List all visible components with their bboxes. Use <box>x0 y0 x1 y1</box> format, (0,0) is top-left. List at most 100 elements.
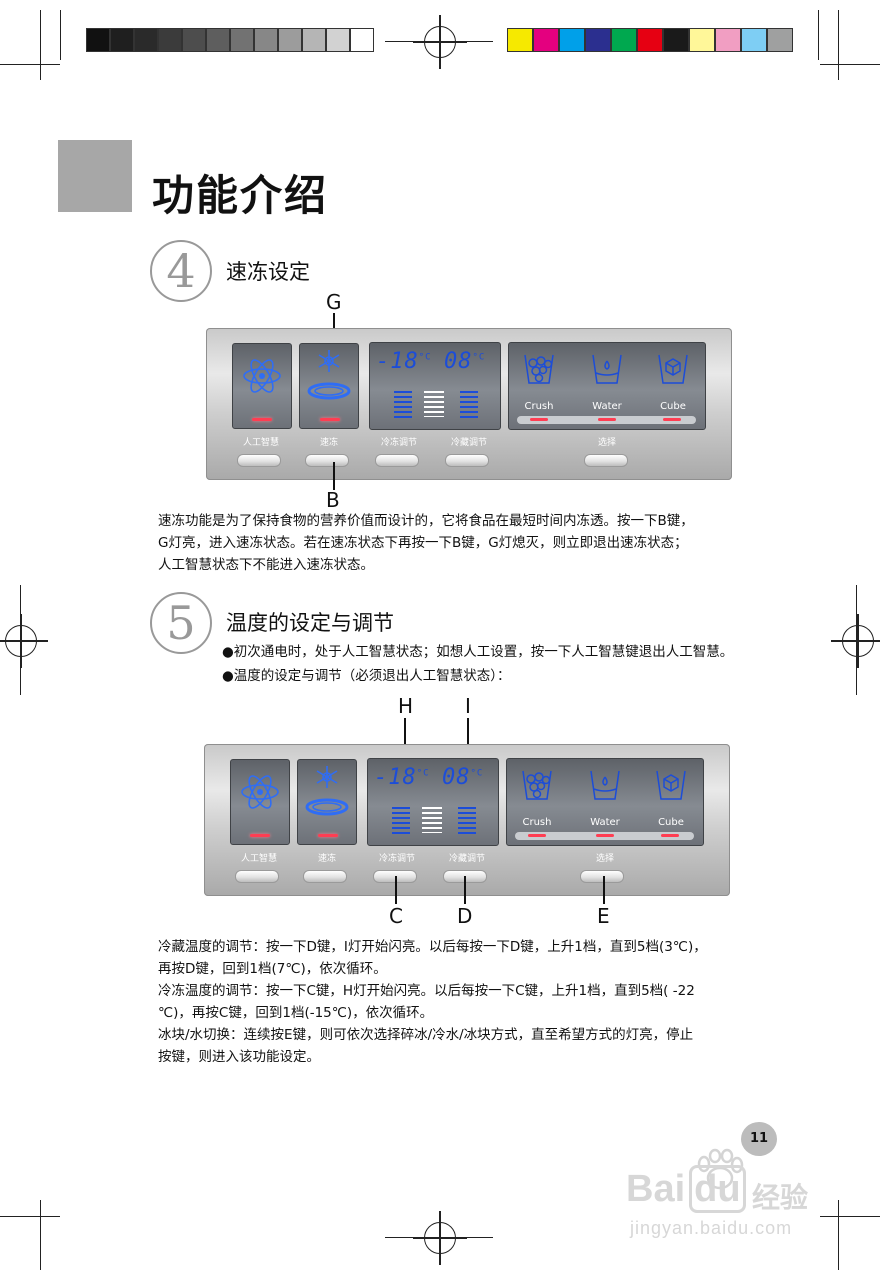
calibration-swatch <box>302 28 326 52</box>
quick-freeze-indicator <box>318 834 338 837</box>
paw-logo-icon <box>697 1148 744 1190</box>
calibration-swatch <box>254 28 278 52</box>
callout-h: H <box>398 694 414 718</box>
temperature-display: -18°C 08°C <box>367 758 499 846</box>
crushed-ice-icon <box>524 354 554 384</box>
water-label: Water <box>590 817 620 828</box>
watermark-du: du <box>689 1165 746 1213</box>
calibration-swatch <box>278 28 302 52</box>
page-number: 11 <box>741 1122 777 1156</box>
calibration-swatch <box>585 28 611 52</box>
quick-freeze-button[interactable] <box>303 870 347 883</box>
watermark-product: 经验 <box>752 1182 809 1213</box>
label-select: 选择 <box>597 438 616 448</box>
freezer-level-bars <box>392 807 410 835</box>
quick-freeze-indicator-g <box>320 418 340 421</box>
callout-e-leader <box>603 876 605 904</box>
fridge-temperature-readout-i: 08°C <box>442 765 484 790</box>
calibration-swatch <box>350 28 374 52</box>
fridge-level-bars <box>460 391 478 419</box>
registration-mark-icon <box>831 614 880 668</box>
callout-d: D <box>457 904 473 928</box>
cube-indicator-light <box>661 834 679 837</box>
temperature-description: 冷藏温度的调节：按一下D键，I灯开始闪亮。以后每按一下D键，上升1档，直到5档(… <box>158 936 707 1068</box>
calibration-swatch <box>559 28 585 52</box>
ai-button[interactable] <box>237 454 281 467</box>
bullet-initial-power: ●初次通电时，处于人工智慧状态；如想人工设置，按一下人工智慧键退出人工智慧。 <box>222 644 734 660</box>
crush-label: Crush <box>522 817 552 828</box>
dispenser-window: Crush Water Cube <box>506 758 704 846</box>
section-number-4: 4 <box>150 240 212 302</box>
select-button[interactable] <box>584 454 628 467</box>
crop-mark <box>838 1200 840 1270</box>
label-select: 选择 <box>595 854 614 864</box>
callout-i: I <box>465 694 471 718</box>
snowflake-icon <box>305 766 349 816</box>
temperature-display: -18°C 08°C <box>369 342 501 430</box>
section-title-temperature: 温度的设定与调节 <box>226 611 394 635</box>
heading-block <box>58 140 132 212</box>
callout-g: G <box>326 290 342 314</box>
calibration-swatch <box>611 28 637 52</box>
ai-button[interactable] <box>235 870 279 883</box>
freezer-temperature-readout-h: -18°C <box>374 765 430 790</box>
crop-mark <box>818 10 820 60</box>
calibration-swatch <box>533 28 559 52</box>
crush-label: Crush <box>524 401 554 412</box>
dispenser-window: Crush Water Cube <box>508 342 706 430</box>
water-glass-icon <box>590 770 620 800</box>
ai-indicator-light <box>250 834 270 837</box>
water-label: Water <box>592 401 622 412</box>
callout-b-leader <box>333 462 335 490</box>
label-quick-freeze: 速冻 <box>317 854 336 864</box>
text-line: 速冻功能是为了保持食物的营养价值而设计的，它将食品在最短时间内冻透。按一下B键， <box>158 513 694 529</box>
quick-freeze-window <box>299 343 359 429</box>
freezer-level-bars <box>394 391 412 419</box>
label-fridge-adjust: 冷藏调节 <box>448 854 485 864</box>
calibration-swatch <box>507 28 533 52</box>
text-line: 冷冻温度的调节：按一下C键，H灯开始闪亮。以后每按一下C键，上升1档，直到5档(… <box>158 983 695 999</box>
quick-freeze-window <box>297 759 357 845</box>
page-title: 功能介绍 <box>152 171 329 220</box>
callout-b: B <box>326 488 340 512</box>
crop-mark <box>0 1216 60 1218</box>
freezer-adjust-button[interactable] <box>375 454 419 467</box>
cube-label: Cube <box>660 401 686 412</box>
water-indicator-light <box>596 834 614 837</box>
cube-indicator-light <box>663 418 681 421</box>
text-line: 按键，则进入该功能设定。 <box>158 1049 320 1065</box>
fridge-adjust-button[interactable] <box>445 454 489 467</box>
registration-mark-icon <box>0 614 48 668</box>
calibration-swatch <box>206 28 230 52</box>
label-fridge-adjust: 冷藏调节 <box>450 438 487 448</box>
label-quick-freeze: 速冻 <box>319 438 338 448</box>
cube-label: Cube <box>658 817 684 828</box>
level-scale <box>424 391 444 417</box>
crop-mark <box>40 10 42 80</box>
calibration-swatch <box>326 28 350 52</box>
crop-mark <box>0 64 60 66</box>
crush-indicator-light <box>528 834 546 837</box>
text-line: G灯亮，进入速冻状态。若在速冻状态下再按一下B键，G灯熄灭，则立即退出速冻状态； <box>158 535 688 551</box>
level-scale <box>422 807 442 833</box>
quick-freeze-button-b[interactable] <box>305 454 349 467</box>
ice-cube-icon <box>656 770 686 800</box>
ai-mode-window <box>232 343 292 429</box>
crop-mark <box>385 1237 493 1239</box>
callout-c: C <box>389 904 403 928</box>
select-button-e[interactable] <box>580 870 624 883</box>
calibration-swatch <box>663 28 689 52</box>
callout-d-leader <box>464 876 466 904</box>
calibration-swatch <box>689 28 715 52</box>
text-line: 再按D键，回到1档(7℃)，依次循环。 <box>158 961 387 977</box>
ai-mode-window <box>230 759 290 845</box>
calibration-swatch <box>182 28 206 52</box>
callout-e: E <box>597 904 610 928</box>
calibration-swatch <box>715 28 741 52</box>
text-line: 冰块/水切换：连续按E键，则可依次选择碎冰/冷水/冰块方式，直至希望方式的灯亮，… <box>158 1027 694 1043</box>
crop-mark <box>40 1200 42 1270</box>
crushed-ice-icon <box>522 770 552 800</box>
label-ai: 人工智慧 <box>240 854 277 864</box>
label-ai: 人工智慧 <box>242 438 279 448</box>
